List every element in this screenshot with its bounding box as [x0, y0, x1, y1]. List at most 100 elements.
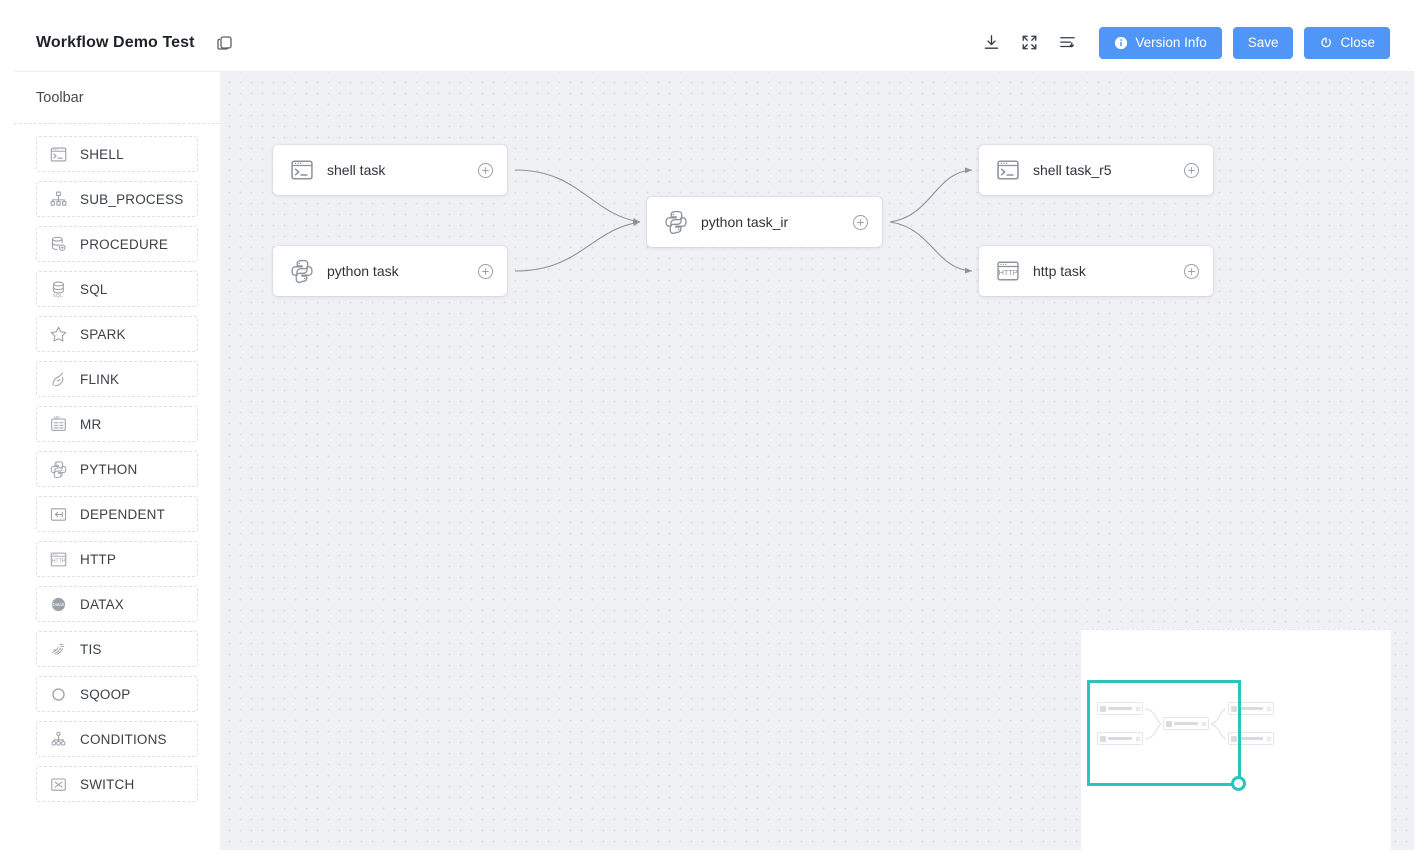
toolbar-item-tis[interactable]: TIS	[36, 631, 198, 667]
minimap-node-label	[1108, 737, 1132, 740]
header-actions: Version Info Save Close	[972, 25, 1414, 61]
minimap-edges	[1144, 708, 1227, 740]
toolbar-item-http[interactable]: HTTP HTTP	[36, 541, 198, 577]
python-icon	[663, 209, 689, 235]
minimap-node-icon	[1166, 720, 1172, 727]
sqoop-icon	[49, 685, 68, 704]
minimap-node-port	[1267, 736, 1271, 741]
page-title: Workflow Demo Test	[36, 33, 195, 51]
toolbar-item-sqoop[interactable]: SQOOP	[36, 676, 198, 712]
toolbar-item-label: DATAX	[80, 596, 125, 612]
save-button[interactable]: Save	[1232, 26, 1294, 59]
shell-icon	[289, 157, 315, 183]
minimap[interactable]	[1081, 629, 1391, 850]
toolbar-item-label: TIS	[80, 641, 102, 657]
dag-node-label: python task	[327, 263, 399, 279]
toolbar-item-label: PROCEDURE	[80, 236, 169, 252]
dag-node-shell-task-r5[interactable]: shell task_r5	[979, 145, 1213, 195]
toolbar-item-switch[interactable]: SWITCH	[36, 766, 198, 802]
toolbar-item-label: CONDITIONS	[80, 731, 167, 747]
add-port-icon[interactable]	[478, 162, 493, 178]
toolbar-item-flink[interactable]: FLINK	[36, 361, 198, 397]
sub-process-icon	[49, 190, 68, 209]
close-label: Close	[1340, 35, 1375, 50]
toolbar-item-label: SHELL	[80, 146, 124, 162]
add-port-icon[interactable]	[1184, 263, 1199, 279]
add-port-icon[interactable]	[478, 263, 493, 279]
app-header: Workflow Demo Test	[14, 14, 1414, 72]
svg-text:DataX: DataX	[53, 602, 65, 607]
download-icon[interactable]	[972, 25, 1010, 61]
http-icon: HTTP	[995, 258, 1021, 284]
shell-icon	[49, 145, 68, 164]
svg-text:MR: MR	[54, 415, 60, 419]
minimap-node-icon	[1100, 705, 1106, 712]
toolbar-item-conditions[interactable]: CONDITIONS	[36, 721, 198, 757]
minimap-node	[1097, 702, 1143, 715]
fullscreen-icon[interactable]	[1010, 25, 1048, 61]
dag-node-shell-task[interactable]: shell task	[273, 145, 507, 195]
switch-icon	[49, 775, 68, 794]
toolbar-item-label: HTTP	[80, 551, 117, 567]
add-port-icon[interactable]	[1184, 162, 1199, 178]
toolbar-item-spark[interactable]: SPARK	[36, 316, 198, 352]
datax-icon: DataX	[49, 595, 68, 614]
toolbar-item-python[interactable]: PYTHON	[36, 451, 198, 487]
procedure-icon	[49, 235, 68, 254]
toolbar-item-label: SQOOP	[80, 686, 131, 702]
power-icon	[1319, 36, 1333, 50]
dag-node-python-task[interactable]: python task	[273, 246, 507, 296]
dag-node-label: python task_ir	[701, 214, 789, 230]
save-label: Save	[1247, 35, 1279, 50]
conditions-icon	[49, 730, 68, 749]
header-title-group: Workflow Demo Test	[14, 33, 235, 53]
svg-text:HTTP: HTTP	[52, 558, 66, 564]
toolbar-title: Toolbar	[14, 72, 220, 124]
toolbar-item-label: FLINK	[80, 371, 120, 387]
minimap-resize-handle[interactable]	[1231, 776, 1246, 791]
minimap-viewport[interactable]	[1087, 680, 1246, 791]
http-icon: HTTP	[49, 550, 68, 569]
dag-node-label: shell task_r5	[1033, 162, 1112, 178]
minimap-node-label	[1239, 737, 1263, 740]
dag-canvas[interactable]: shell task python task python task_ir shell…	[220, 72, 1414, 850]
minimap-node-label	[1239, 707, 1263, 710]
dag-node-label: shell task	[327, 162, 386, 178]
minimap-node-port	[1136, 736, 1140, 741]
shell-icon	[995, 157, 1021, 183]
toolbar-item-label: PYTHON	[80, 461, 138, 477]
minimap-node-icon	[1231, 735, 1237, 742]
copy-icon[interactable]	[215, 33, 235, 53]
toolbar-item-datax[interactable]: DataX DATAX	[36, 586, 198, 622]
minimap-node	[1163, 717, 1209, 730]
dag-node-python-task-ir[interactable]: python task_ir	[647, 197, 882, 247]
toolbar-item-sub_process[interactable]: SUB_PROCESS	[36, 181, 198, 217]
minimap-node-icon	[1231, 705, 1237, 712]
python-icon	[49, 460, 68, 479]
toolbar-item-shell[interactable]: SHELL	[36, 136, 198, 172]
python-icon	[289, 258, 315, 284]
minimap-node-port	[1202, 721, 1206, 726]
svg-text:HTTP: HTTP	[999, 268, 1018, 277]
toolbar-item-label: SWITCH	[80, 776, 135, 792]
toolbar-item-procedure[interactable]: PROCEDURE	[36, 226, 198, 262]
tis-icon	[49, 640, 68, 659]
flink-icon	[49, 370, 68, 389]
toolbar-item-label: SPARK	[80, 326, 126, 342]
toolbar-item-dependent[interactable]: DEPENDENT	[36, 496, 198, 532]
close-button[interactable]: Close	[1304, 26, 1390, 59]
add-port-icon[interactable]	[853, 214, 868, 230]
version-info-label: Version Info	[1135, 35, 1207, 50]
info-icon	[1114, 36, 1128, 50]
minimap-node-icon	[1100, 735, 1106, 742]
version-info-button[interactable]: Version Info	[1099, 26, 1222, 59]
minimap-node	[1097, 732, 1143, 745]
minimap-node-port	[1136, 706, 1140, 711]
format-dag-icon[interactable]	[1048, 25, 1086, 61]
